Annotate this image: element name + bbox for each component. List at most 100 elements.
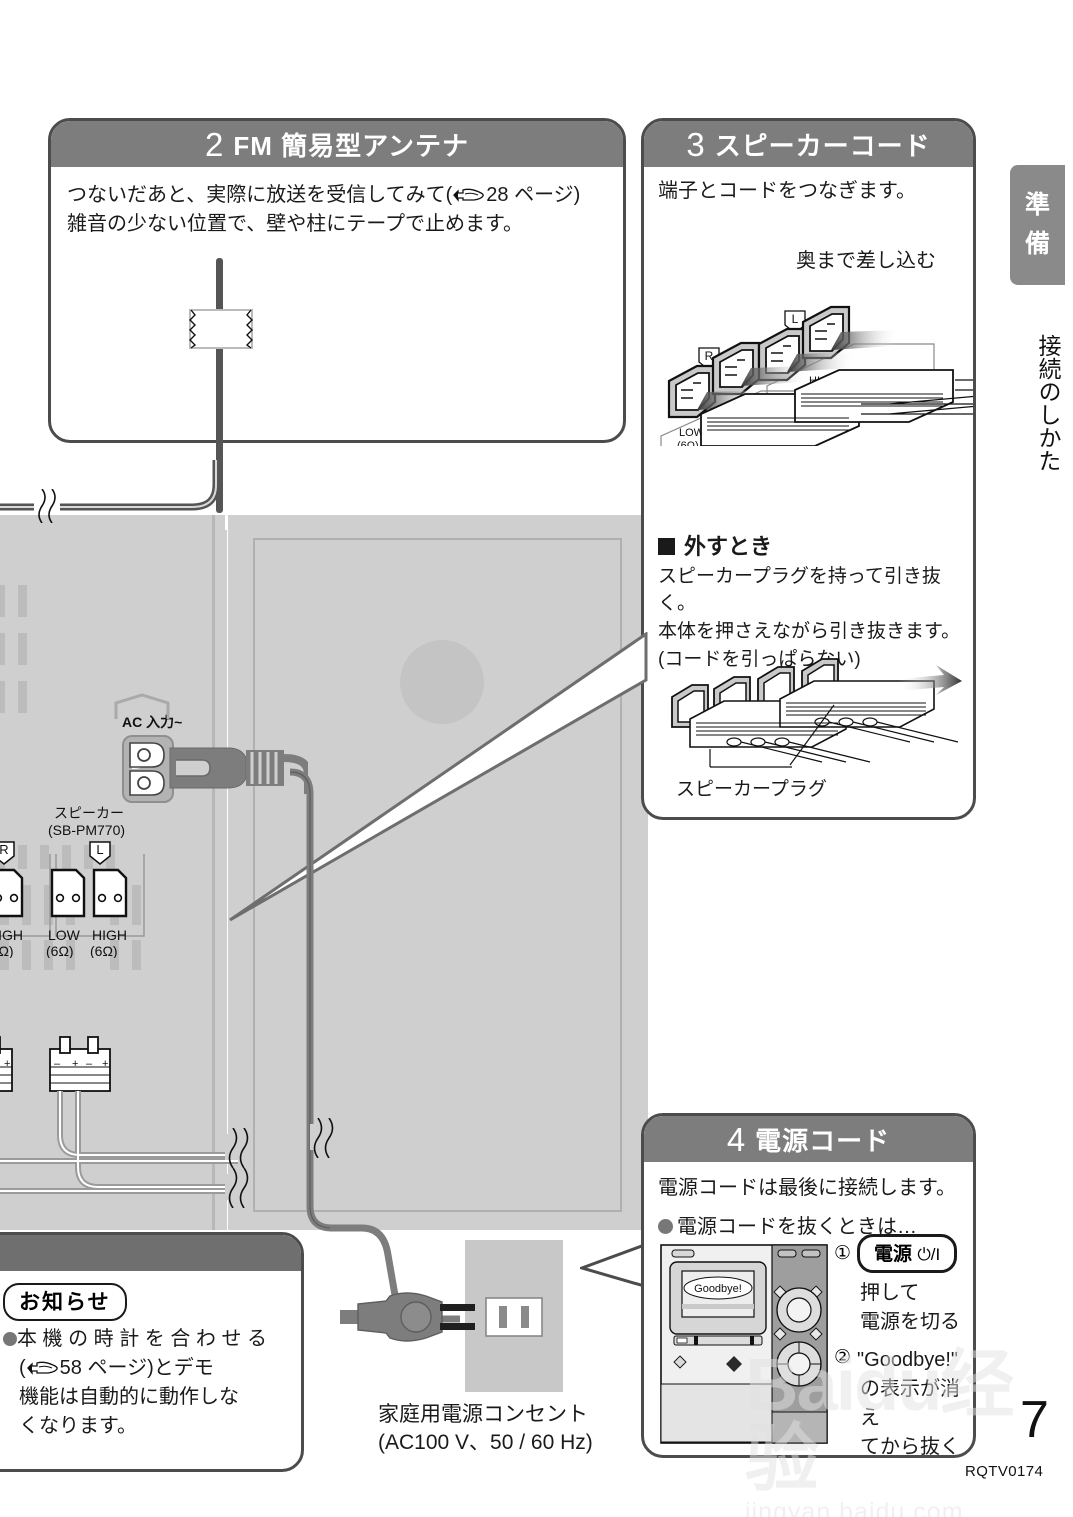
panel-fm-antenna-line2: 雑音の少ない位置で、壁や柱にテープで止めます。 [67,213,523,235]
step-1-row: ① 電源 ⏻/Ι [834,1234,973,1273]
wall-outlet [465,1240,563,1392]
wire-break-symbol-2 [225,1127,251,1169]
panel-speaker-cord-header: 3 スピーカーコード [644,121,973,167]
insert-fully-label: 奥まで差し込む [796,250,936,272]
svg-text:LOW: LOW [679,427,705,439]
svg-text:(6Ω): (6Ω) [90,943,118,958]
svg-text:R: R [0,842,9,857]
note-line3: 機能は自動的に動作しな [19,1386,239,1408]
side-tab-preparation[interactable]: 準 備 [1010,165,1065,285]
panel-fm-antenna-number: 2 [204,125,224,163]
panel-fm-antenna: 2 FM 簡易型アンテナ つないだあと、実際に放送を受信してみて( 28 ページ… [48,118,626,443]
removal-line1: スピーカープラグを持って引き抜く。 [658,565,941,615]
note-line1: 本 機 の 時 計 を 合 わ せ る [17,1328,268,1350]
power-symbol-icon: ⏻/Ι [917,1245,941,1264]
plug-caption: スピーカープラグ [676,779,827,800]
wire-break-symbol-3 [225,1167,251,1209]
removal-line3: (コードを引っぱらない) [658,648,861,670]
panel-speaker-cord-line1: 端子とコードをつなぎます。 [658,180,916,202]
device-front-illustration: Goodbye! [660,1244,828,1444]
step-1-number: ① [834,1242,852,1264]
wall-plug [340,1288,475,1346]
svg-text:(6Ω): (6Ω) [46,943,74,958]
antenna-wire-vertical [216,258,223,513]
panel-power-cord-title: 電源コード [755,1125,891,1156]
note-box: お知らせ 本 機 の 時 計 を 合 わ せ る ( 58 ページ)とデモ 機能… [0,1232,304,1472]
panel-speaker-cord-number: 3 [686,125,705,163]
side-vertical-label: 接続のしかた [1035,334,1061,472]
svg-text:LOW: LOW [48,927,81,943]
unit-rear-panel-edge [212,515,215,1230]
ac-input-socket [122,735,174,803]
side-tab-char-2: 備 [1024,230,1050,258]
power-cord-bullet: 電源コードを抜くときは… [677,1216,917,1238]
fm-text-b: 28 ページ) [486,184,581,206]
panel-power-cord-body: 電源コードは最後に接続します。 電源コードを抜くときは… [644,1162,973,1242]
note-line2-pre: ( [19,1357,26,1379]
pointing-hand-icon [452,184,486,202]
step-1-text2: 電源を切る [860,1311,960,1333]
ac-cord-plug [168,742,312,794]
power-cord-line1: 電源コードは最後に接続します。 [658,1177,956,1199]
step-2-row: ② "Goodbye!" [834,1346,973,1375]
panel-speaker-cord-body: 端子とコードをつなぎます。 [644,167,973,206]
power-button[interactable]: 電源 ⏻/Ι [857,1234,958,1273]
panel-speaker-cord: 3 スピーカーコード 端子とコードをつなぎます。 奥まで差し込む R L [641,118,976,820]
ac-input-bracket [114,693,170,719]
svg-text:–: – [86,1058,93,1070]
panel-power-cord-header: 4 電源コード [644,1116,973,1162]
note-line1-row: 本 機 の 時 計 を 合 わ せ る [3,1325,287,1354]
removal-section: 外すとき スピーカープラグを持って引き抜く。 本体を押さえながら引き抜きます。 … [658,531,963,673]
unit-rear-panel-side [215,530,227,1230]
svg-text:L: L [96,842,103,857]
square-bullet-icon [658,538,675,556]
svg-text:(6Ω): (6Ω) [0,943,14,958]
power-button-label: 電源 [874,1244,913,1265]
page-number: 7 [1020,1391,1049,1449]
pointing-hand-icon-2 [26,1357,60,1375]
note-line4: くなります。 [19,1415,137,1437]
panel-fm-antenna-header: 2 FM 簡易型アンテナ [51,121,623,167]
svg-text:–: – [54,1058,61,1070]
speaker-cabinet-inner-frame [253,538,622,1212]
panel-fm-antenna-title: FM 簡易型アンテナ [233,130,470,161]
removal-line2: 本体を押さえながら引き抜きます。 [658,620,961,642]
removal-heading: 外すとき [684,534,773,559]
antenna-tape [186,308,256,350]
wire-break-symbol-4 [310,1117,336,1159]
side-tab-char-1: 準 [1024,191,1050,220]
step-2-text2: の表示が消え [860,1378,960,1429]
note-box-header [0,1235,301,1271]
note-line2-ref: 58 ページ)とデモ [59,1357,214,1379]
fm-text-a: つないだあと、実際に放送を受信してみて( [67,184,453,206]
svg-text:L: L [792,312,799,326]
power-cord-bullet-row: 電源コードを抜くときは… [658,1213,959,1242]
unit-connected-plugs: –+–+ –+–+ [0,995,238,1235]
antenna-wire-bend [0,456,230,520]
plug-removal-illustration [662,649,962,774]
outlet-caption-line1: 家庭用電源コンセント [378,1403,588,1426]
panel-power-cord-number: 4 [726,1120,746,1158]
panel-power-cord: 4 電源コード 電源コードは最後に接続します。 電源コードを抜くときは… [641,1113,976,1458]
svg-text:HIGH: HIGH [0,927,23,943]
step-2-text3: てから抜く [860,1436,960,1458]
removal-heading-row: 外すとき [658,531,963,563]
callout-pointer [228,631,648,932]
panel-speaker-cord-title: スピーカーコード [714,130,931,161]
svg-text:+: + [102,1058,108,1070]
bullet-dot-icon [658,1219,673,1234]
speaker-terminal-illustration: R L [649,286,973,501]
step-1-text1: 押して [860,1282,920,1304]
step-2-text1: "Goodbye!" [857,1349,958,1371]
svg-text:+: + [72,1058,78,1070]
step-2: ② "Goodbye!" の表示が消え てから抜く [834,1346,973,1458]
watermark-secondary: jingyan.baidu.com [745,1498,964,1517]
svg-text:+: + [4,1058,10,1070]
note-bullet-icon [3,1332,17,1346]
document-code: RQTV0174 [965,1463,1044,1480]
note-heading: お知らせ [3,1283,127,1321]
svg-text:R: R [705,349,714,363]
svg-text:Goodbye!: Goodbye! [694,1283,742,1295]
